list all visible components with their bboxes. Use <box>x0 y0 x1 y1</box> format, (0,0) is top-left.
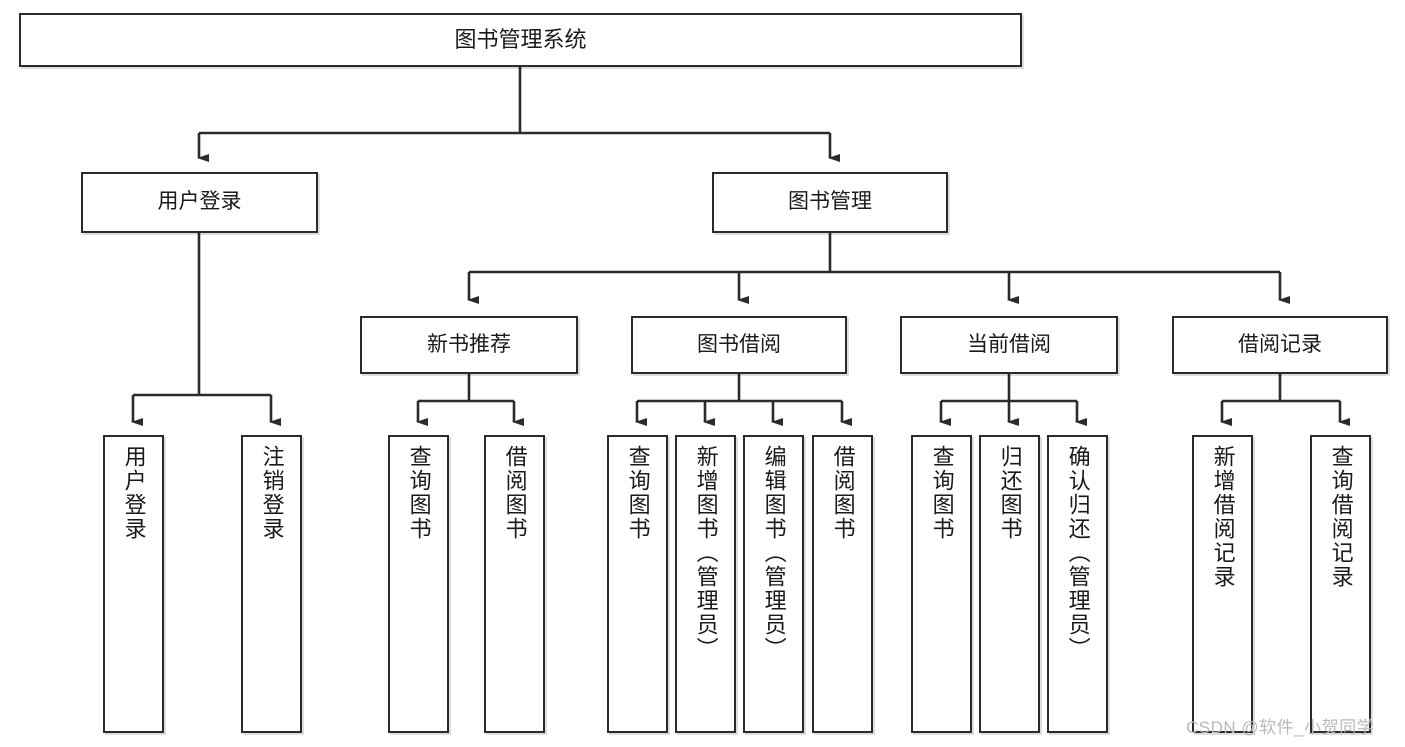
node-label: 查询图书 <box>929 445 955 541</box>
watermark-text: CSDN @软件_小贺同学 <box>1186 718 1375 737</box>
leaf-confirm-return-admin[interactable]: 确认归还（管理员） <box>1047 435 1108 733</box>
node-label: 新增图书（管理员） <box>693 445 719 661</box>
leaf-query-books-borrowing[interactable]: 查询图书 <box>607 435 668 733</box>
node-label: 归还图书 <box>997 445 1023 541</box>
node-label: 借阅图书 <box>830 445 856 541</box>
node-label: 图书管理系统 <box>454 27 587 53</box>
leaf-user-login[interactable]: 用户登录 <box>103 435 164 733</box>
node-label: 当前借阅 <box>967 332 1051 356</box>
node-book-management[interactable]: 图书管理 <box>712 172 948 233</box>
node-label: 借阅图书 <box>502 445 528 541</box>
leaf-edit-book-admin[interactable]: 编辑图书（管理员） <box>743 435 804 733</box>
node-new-book-recommendation[interactable]: 新书推荐 <box>360 316 578 374</box>
node-label: 用户登录 <box>121 445 147 541</box>
node-borrow-records[interactable]: 借阅记录 <box>1172 316 1388 374</box>
node-root-system[interactable]: 图书管理系统 <box>19 13 1022 67</box>
node-label: 新书推荐 <box>427 332 511 356</box>
leaf-query-borrow-record[interactable]: 查询借阅记录 <box>1310 435 1371 733</box>
node-label: 图书管理 <box>788 190 872 214</box>
leaf-borrow-books-borrowing[interactable]: 借阅图书 <box>812 435 873 733</box>
node-book-borrowing[interactable]: 图书借阅 <box>631 316 847 374</box>
leaf-return-books[interactable]: 归还图书 <box>979 435 1040 733</box>
node-label: 查询图书 <box>406 445 432 541</box>
node-label: 查询借阅记录 <box>1328 445 1354 589</box>
node-label: 新增借阅记录 <box>1210 445 1236 589</box>
leaf-add-borrow-record[interactable]: 新增借阅记录 <box>1192 435 1253 733</box>
leaf-logout[interactable]: 注销登录 <box>241 435 302 733</box>
node-label: 注销登录 <box>259 445 285 541</box>
leaf-query-books-current[interactable]: 查询图书 <box>911 435 972 733</box>
node-label: 用户登录 <box>157 190 242 214</box>
node-label: 借阅记录 <box>1238 332 1322 356</box>
node-label: 图书借阅 <box>697 332 781 356</box>
leaf-add-book-admin[interactable]: 新增图书（管理员） <box>675 435 736 733</box>
node-label: 查询图书 <box>625 445 651 541</box>
node-user-login[interactable]: 用户登录 <box>81 172 318 233</box>
node-label: 编辑图书（管理员） <box>761 445 787 661</box>
leaf-query-books-recommendation[interactable]: 查询图书 <box>388 435 449 733</box>
node-label: 确认归还（管理员） <box>1065 445 1091 661</box>
leaf-borrow-books-recommendation[interactable]: 借阅图书 <box>484 435 545 733</box>
node-current-borrowing[interactable]: 当前借阅 <box>900 316 1118 374</box>
